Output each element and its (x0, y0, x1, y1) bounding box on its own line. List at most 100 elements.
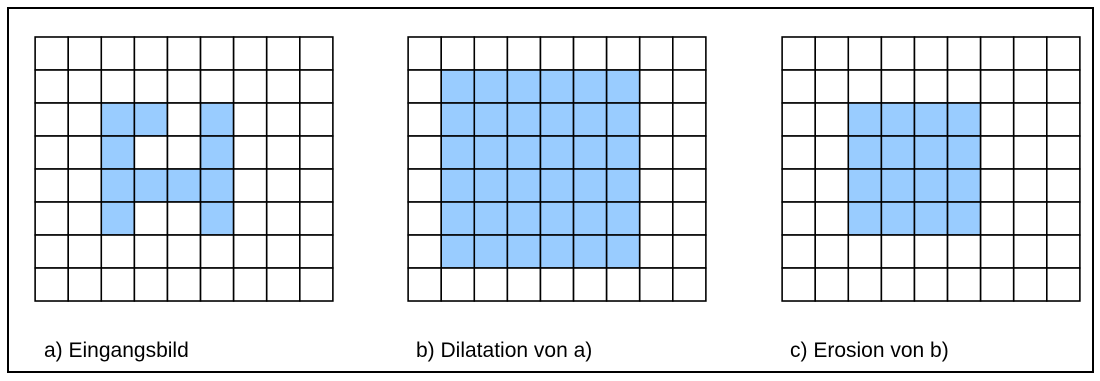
grid-cell-empty (166, 234, 202, 269)
grid-cell-empty (880, 36, 916, 71)
grid-cell-empty (814, 135, 850, 170)
grid-cell-filled (572, 102, 608, 137)
grid-cell-empty (781, 69, 816, 104)
grid-cell-filled (946, 201, 982, 236)
grid-cell-empty (913, 36, 949, 71)
grid-cell-filled (539, 201, 575, 236)
grid-cell-filled (605, 168, 641, 203)
grid-cell-filled (605, 234, 641, 269)
grid-cell-filled (199, 102, 235, 137)
grid-cell-filled (100, 201, 136, 236)
grid-cell-filled (506, 234, 542, 269)
grid-cell-empty (880, 234, 916, 269)
grid-cell-empty (946, 267, 982, 302)
grid-cell-empty (638, 135, 674, 170)
grid-cell-empty (166, 102, 202, 137)
grid-cell-empty (1046, 36, 1081, 71)
grid-cell-filled (440, 102, 476, 137)
grid-cell-empty (506, 36, 542, 71)
grid-cell-empty (638, 102, 674, 137)
grid-cell-empty (265, 234, 301, 269)
grid-cell-empty (407, 234, 442, 269)
grid-cell-empty (781, 168, 816, 203)
pixel-grid (407, 36, 707, 302)
grid-cell-empty (34, 102, 69, 137)
grid-cell-empty (672, 102, 707, 137)
grid-cell-empty (67, 36, 103, 71)
grid-cell-empty (946, 69, 982, 104)
grid-cell-empty (166, 69, 202, 104)
grid-cell-empty (166, 267, 202, 302)
grid-cell-empty (166, 36, 202, 71)
grid-cell-empty (1012, 234, 1048, 269)
grid-cell-filled (473, 102, 509, 137)
grid-cell-filled (572, 201, 608, 236)
grid-cell-empty (299, 168, 334, 203)
grid-cell-filled (506, 201, 542, 236)
grid-cell-empty (672, 201, 707, 236)
grid-cell-empty (1046, 168, 1081, 203)
grid-cell-filled (440, 168, 476, 203)
grid-cell-filled (913, 102, 949, 137)
grid-cell-empty (407, 201, 442, 236)
grid-cell-filled (880, 168, 916, 203)
grid-cell-filled (440, 201, 476, 236)
grid-cell-empty (265, 69, 301, 104)
grid-cell-empty (67, 234, 103, 269)
grid-cell-empty (166, 135, 202, 170)
grid-cell-empty (100, 234, 136, 269)
grid-cell-filled (506, 168, 542, 203)
grid-cell-filled (847, 135, 883, 170)
grid-cell-empty (781, 234, 816, 269)
grid-cell-filled (605, 201, 641, 236)
grid-cell-empty (133, 135, 169, 170)
grid-cell-empty (979, 102, 1015, 137)
grid-cell-filled (572, 234, 608, 269)
grid-cell-empty (440, 267, 476, 302)
grid-cell-filled (100, 168, 136, 203)
grid-cell-empty (199, 267, 235, 302)
grid-cell-empty (407, 36, 442, 71)
grid-cell-empty (299, 69, 334, 104)
grid-cell-filled (913, 168, 949, 203)
grid-cell-empty (232, 69, 268, 104)
grid-panel-b (407, 36, 708, 303)
grid-cell-empty (100, 36, 136, 71)
grid-cell-empty (232, 135, 268, 170)
grid-cell-empty (440, 36, 476, 71)
grid-cell-empty (814, 69, 850, 104)
grid-cell-empty (814, 267, 850, 302)
grid-cell-empty (1012, 168, 1048, 203)
grid-cell-empty (265, 168, 301, 203)
grid-cell-empty (880, 69, 916, 104)
grid-cell-empty (1012, 267, 1048, 302)
grid-cell-empty (199, 36, 235, 71)
grid-cell-empty (506, 267, 542, 302)
grid-cell-empty (1012, 69, 1048, 104)
grid-cell-empty (781, 102, 816, 137)
grid-cell-empty (67, 69, 103, 104)
grid-cell-empty (133, 234, 169, 269)
grid-cell-empty (672, 36, 707, 71)
caption-c: c) Erosion von b) (790, 339, 949, 362)
grid-cell-empty (1046, 102, 1081, 137)
grid-cell-empty (407, 69, 442, 104)
grid-cell-empty (946, 36, 982, 71)
grid-cell-filled (506, 69, 542, 104)
grid-cell-empty (232, 36, 268, 71)
grid-cell-filled (539, 102, 575, 137)
grid-cell-empty (847, 36, 883, 71)
grid-cell-filled (100, 102, 136, 137)
grid-cell-empty (232, 201, 268, 236)
grid-cell-empty (34, 69, 69, 104)
grid-cell-empty (672, 267, 707, 302)
grid-cell-empty (1046, 201, 1081, 236)
grid-cell-empty (814, 168, 850, 203)
grid-cell-filled (440, 234, 476, 269)
grid-cell-empty (946, 234, 982, 269)
grid-cell-filled (605, 135, 641, 170)
grid-cell-empty (473, 36, 509, 71)
grid-cell-filled (605, 69, 641, 104)
grid-cell-filled (133, 168, 169, 203)
grid-cell-empty (1012, 36, 1048, 71)
